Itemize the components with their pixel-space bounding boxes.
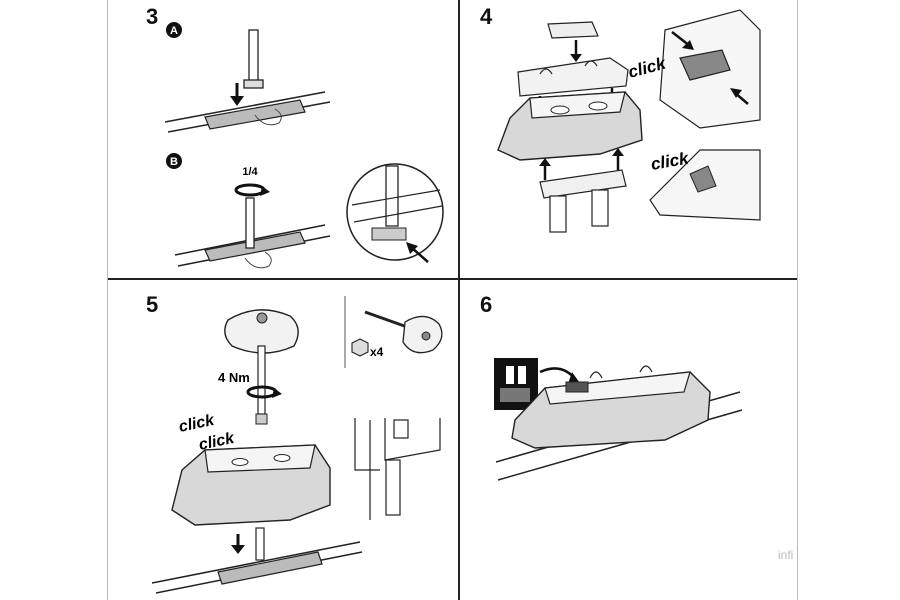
- step-3-number: 3: [146, 4, 159, 29]
- step-3a-slide-plate: [204, 99, 306, 130]
- divider-left-edge: [107, 0, 108, 600]
- step-4-number: 4: [480, 4, 493, 29]
- step-4-top-clip: [547, 21, 599, 39]
- step-3b-slide-plate: [204, 231, 306, 262]
- step-5-number: 5: [146, 292, 159, 317]
- step-3b-badge-label: B: [170, 156, 178, 168]
- step-4-clip-detail: [679, 49, 731, 81]
- step-3b-bolt: [245, 197, 255, 249]
- step-4-bottom-bracket: [539, 169, 627, 199]
- step-3b-rotation-label: 1/4: [242, 166, 258, 178]
- step-5-allen-key: [364, 310, 411, 330]
- step-5-torque-label: 4 Nm: [218, 370, 250, 385]
- step-3a-badge-label: A: [170, 25, 178, 37]
- divider-bottom-vertical: [458, 280, 460, 600]
- divider-horizontal: [107, 278, 797, 280]
- step-4-cover-plate: [517, 57, 629, 97]
- step-6-number: 6: [480, 292, 493, 317]
- step-5-side-detail: [354, 418, 441, 520]
- divider-top-vertical: [458, 0, 460, 278]
- step-5-slide-plate: [217, 551, 323, 585]
- step-3a-badge: [166, 22, 182, 38]
- step-5-torque-handle: [224, 309, 299, 354]
- footer-mark: infi: [778, 548, 794, 562]
- step-3b-badge: [166, 153, 182, 169]
- step-5-nut-icon: [351, 338, 369, 357]
- step-5-qty-label: x4: [370, 345, 384, 359]
- step-3-detail-arrow: [411, 247, 429, 263]
- divider-right-edge: [797, 0, 798, 600]
